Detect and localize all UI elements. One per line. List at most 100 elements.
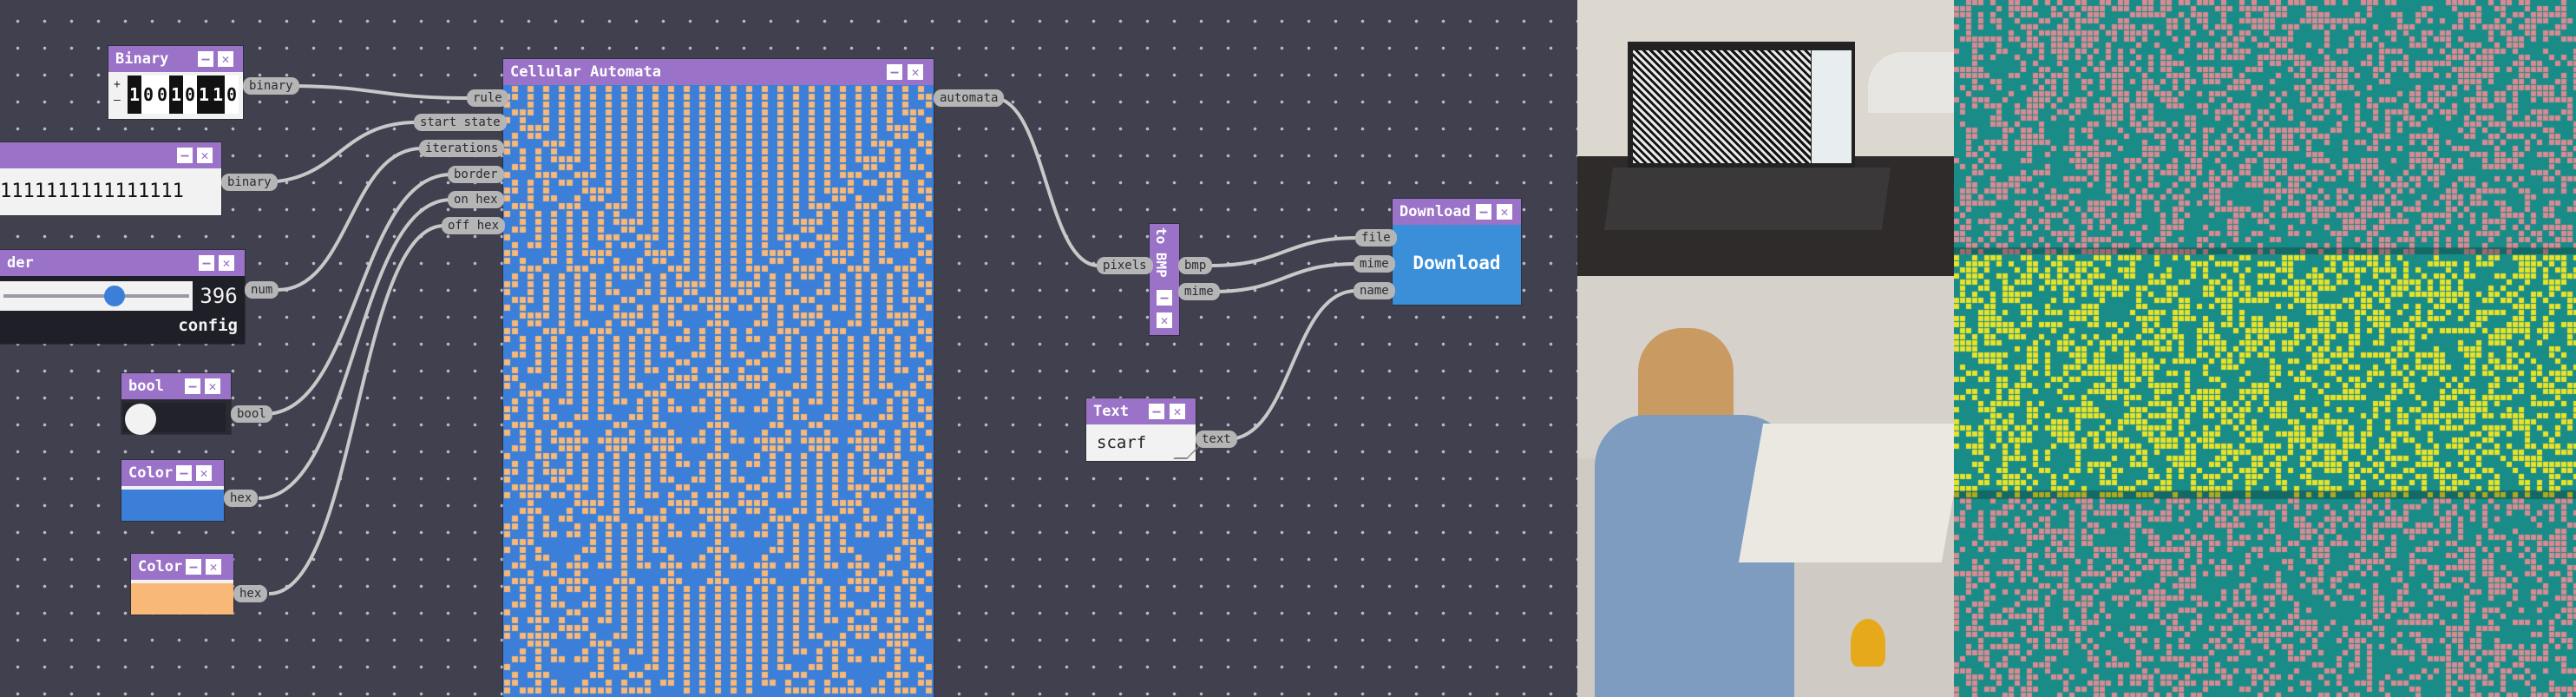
bool-output-port[interactable]: bool xyxy=(231,405,272,423)
close-button[interactable]: ✕ xyxy=(197,148,213,163)
bool-toggle[interactable] xyxy=(123,403,226,435)
binary-array-node[interactable]: – ✕ 1111111111111111 xyxy=(0,142,221,215)
increment-button[interactable]: + xyxy=(114,78,121,91)
bit-cell[interactable]: 0 xyxy=(141,76,155,114)
to-bmp-output-bmp[interactable]: bmp xyxy=(1178,257,1213,274)
close-button[interactable]: ✕ xyxy=(219,255,234,271)
download-button[interactable]: Download xyxy=(1413,253,1501,273)
color1-output-port[interactable]: hex xyxy=(224,490,259,507)
connection-wire xyxy=(277,147,423,292)
toggle-knob xyxy=(125,404,156,435)
to-bmp-input-pixels[interactable]: pixels xyxy=(1097,257,1153,274)
color-node-2[interactable]: Color – ✕ xyxy=(131,554,233,615)
binary-output-port[interactable]: binary xyxy=(243,77,299,95)
close-button[interactable]: ✕ xyxy=(218,51,233,67)
automata-input-iterations[interactable]: iterations xyxy=(419,140,505,157)
binary-array-value[interactable]: 1111111111111111 xyxy=(0,181,184,202)
minimize-button[interactable]: – xyxy=(1149,404,1164,419)
minimize-button[interactable]: – xyxy=(186,559,201,575)
minimize-button[interactable]: – xyxy=(199,255,214,271)
slider-value: 396 xyxy=(200,284,238,308)
binary-node-title: Binary xyxy=(115,50,169,68)
download-input-mime[interactable]: mime xyxy=(1354,255,1395,273)
minimize-button[interactable]: – xyxy=(176,465,192,481)
knitting-machine xyxy=(1868,52,1954,113)
minimize-button[interactable]: – xyxy=(1157,290,1172,306)
connection-wire xyxy=(993,96,1099,267)
close-button[interactable]: ✕ xyxy=(1170,404,1185,419)
color-swatch[interactable] xyxy=(131,583,233,615)
slider-rail xyxy=(3,294,189,298)
connection-wire xyxy=(285,84,469,100)
resize-handle[interactable] xyxy=(1173,445,1201,459)
to-bmp-node[interactable]: to BMP – ✕ xyxy=(1150,224,1179,335)
close-button[interactable]: ✕ xyxy=(908,64,923,80)
slider-thumb[interactable] xyxy=(104,286,125,306)
color-node-title: Color xyxy=(128,464,174,482)
bit-cell[interactable]: 1 xyxy=(128,76,141,114)
close-button[interactable]: ✕ xyxy=(1157,312,1172,328)
yellow-cone xyxy=(1851,619,1885,667)
close-button[interactable]: ✕ xyxy=(206,559,221,575)
automata-input-off-hex[interactable]: off hex xyxy=(442,217,506,234)
automata-input-start-state[interactable]: start state xyxy=(414,114,507,131)
to-bmp-title[interactable]: to BMP xyxy=(1153,227,1170,278)
color-swatch[interactable] xyxy=(121,490,224,521)
bool-node[interactable]: bool – ✕ xyxy=(121,373,231,435)
screen-pattern xyxy=(1633,50,1811,163)
binary-array-output-port[interactable]: binary xyxy=(221,174,278,191)
bool-node-title: bool xyxy=(128,378,164,395)
bit-cell[interactable]: 1 xyxy=(197,76,211,114)
download-input-name[interactable]: name xyxy=(1354,282,1395,299)
automata-node-title: Cellular Automata xyxy=(510,63,661,81)
screen-sidebar xyxy=(1812,50,1852,163)
bit-cell[interactable]: 0 xyxy=(183,76,197,114)
text-node[interactable]: Text – ✕ scarf xyxy=(1086,398,1201,461)
connection-wire xyxy=(1209,236,1359,267)
color-node-title: Color xyxy=(138,558,183,575)
minimize-button[interactable]: – xyxy=(185,378,200,394)
automata-node-header[interactable]: Cellular Automata xyxy=(503,59,934,85)
bit-cell[interactable]: 1 xyxy=(211,76,225,114)
bit-cell[interactable]: 0 xyxy=(225,76,239,114)
knitted-pattern-image xyxy=(1954,0,2576,697)
cellular-automata-node[interactable]: Cellular Automata – ✕ xyxy=(503,59,934,697)
laptop-photo xyxy=(1577,0,1954,276)
minimize-button[interactable]: – xyxy=(1476,204,1491,220)
minimize-button[interactable]: – xyxy=(887,64,902,80)
color2-output-port[interactable]: hex xyxy=(233,585,268,602)
download-input-file[interactable]: file xyxy=(1355,229,1397,247)
to-bmp-output-mime[interactable]: mime xyxy=(1178,283,1220,300)
minimize-button[interactable]: – xyxy=(177,148,193,163)
close-button[interactable]: ✕ xyxy=(196,465,212,481)
bit-cell[interactable]: 0 xyxy=(155,76,169,114)
config-button[interactable]: config xyxy=(178,316,238,335)
connection-wire xyxy=(258,198,452,500)
text-input[interactable]: scarf xyxy=(1097,433,1147,452)
automata-output-port[interactable]: automata xyxy=(934,89,1005,107)
laptop-screen xyxy=(1628,42,1855,168)
color-node-header[interactable]: Color xyxy=(131,554,233,580)
machine-carriage xyxy=(1738,424,1954,562)
connection-wire xyxy=(261,121,417,184)
slider-output-port[interactable]: num xyxy=(245,281,279,299)
close-button[interactable]: ✕ xyxy=(1497,204,1512,220)
text-output-port[interactable]: text xyxy=(1196,431,1237,448)
close-button[interactable]: ✕ xyxy=(205,378,220,394)
automata-output-image xyxy=(503,85,934,697)
automata-input-border[interactable]: border xyxy=(448,166,504,183)
slider-track[interactable] xyxy=(0,281,193,311)
decrement-button[interactable]: – xyxy=(114,94,121,107)
bit-cell[interactable]: 1 xyxy=(169,76,183,114)
text-node-title: Text xyxy=(1093,403,1129,420)
color-node-1[interactable]: Color – ✕ xyxy=(121,460,224,521)
automata-input-rule[interactable]: rule xyxy=(467,89,508,107)
slider-node[interactable]: der – ✕ 396 config xyxy=(0,250,245,344)
automata-input-on-hex[interactable]: on hex xyxy=(448,191,504,208)
minimize-button[interactable]: – xyxy=(198,51,213,67)
download-node[interactable]: Download – ✕ Download xyxy=(1393,199,1521,305)
connection-wire xyxy=(268,224,445,595)
